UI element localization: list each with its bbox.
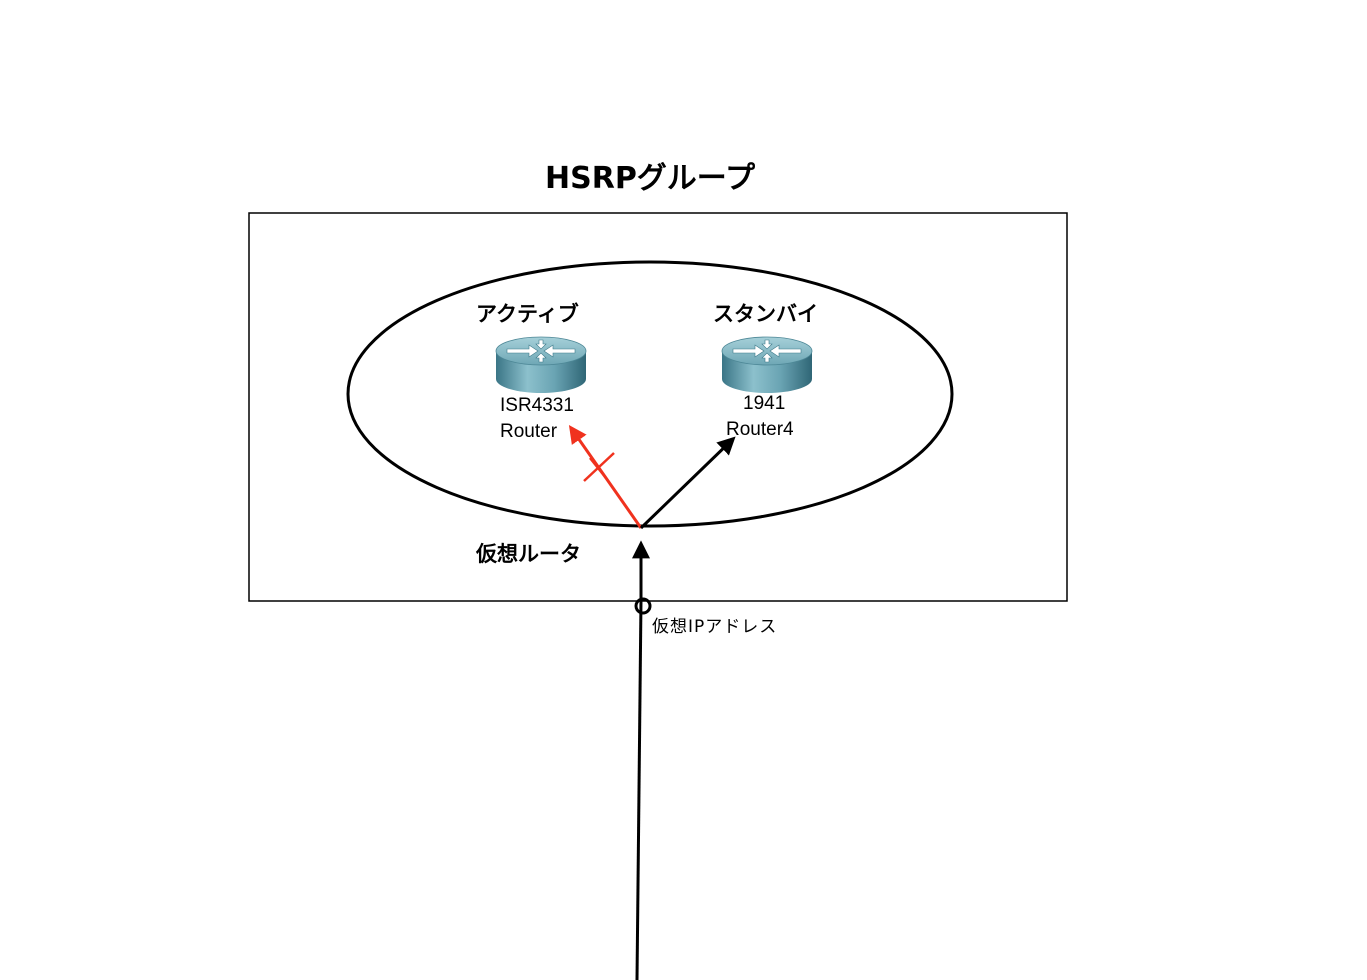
uplink-line: [635, 599, 643, 980]
path-to-standby: [639, 436, 736, 530]
router-icon-standby[interactable]: [721, 336, 813, 393]
x-mark-icon: [583, 452, 615, 482]
active-router-name: Router: [500, 421, 558, 442]
router-icon-active[interactable]: [495, 336, 587, 393]
virtual-router-label: 仮想ルータ: [476, 542, 581, 566]
standby-router-name: Router4: [726, 419, 794, 440]
virtual-ip-point[interactable]: [634, 597, 652, 615]
diagram-title: HSRPグループ: [545, 161, 756, 196]
standby-router-model: 1941: [743, 393, 786, 414]
hsrp-group-box: [248, 212, 1068, 602]
router-group-ellipse: [346, 260, 954, 528]
active-role-label: アクティブ: [476, 302, 579, 326]
standby-role-label: スタンバイ: [713, 302, 818, 326]
virtual-ip-label: 仮想IPアドレス: [652, 617, 778, 637]
active-router-model: ISR4331: [500, 395, 574, 416]
